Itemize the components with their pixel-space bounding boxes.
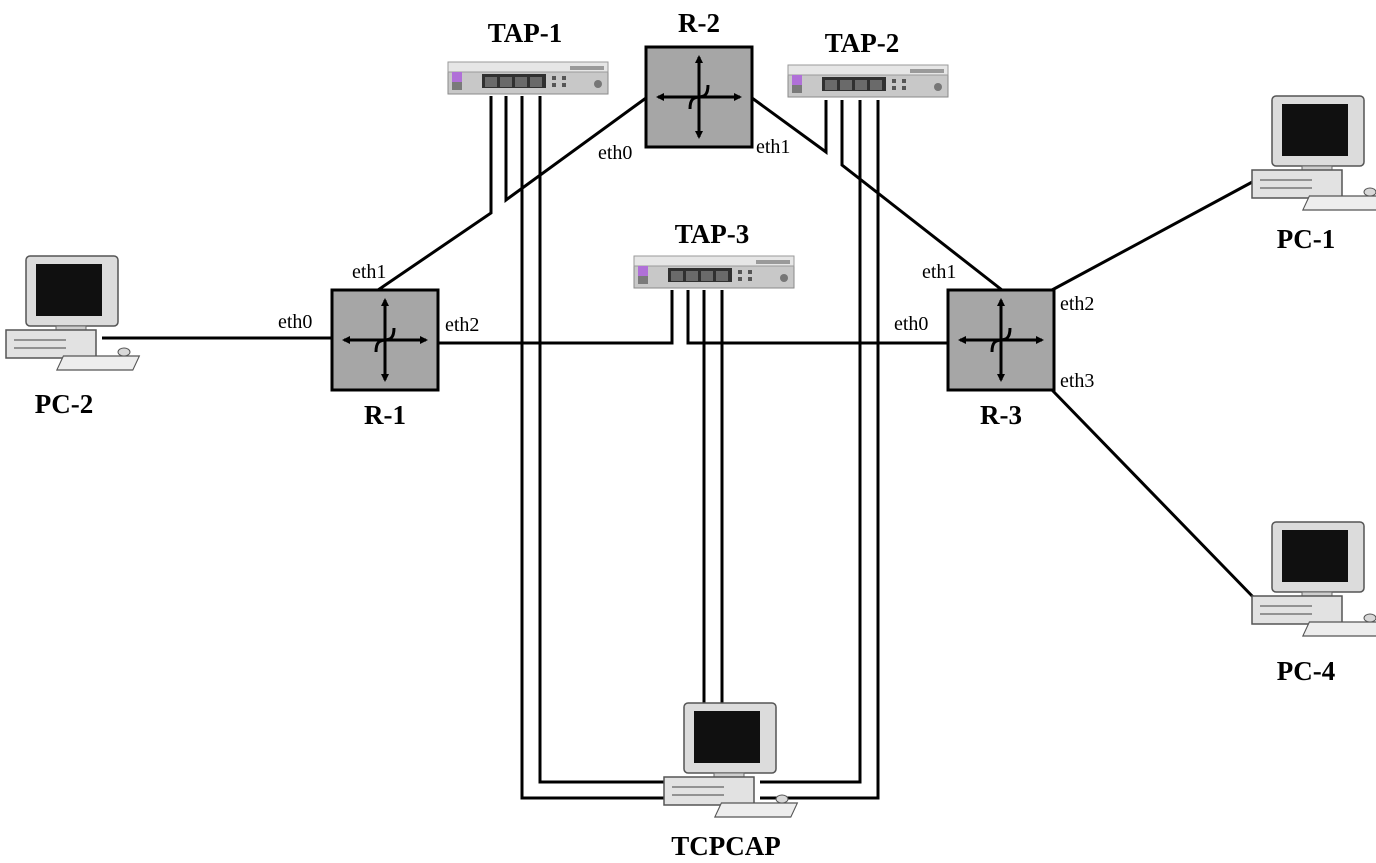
cable-tap1-tcpcap-a bbox=[520, 96, 668, 800]
network-tap-icon bbox=[787, 64, 949, 98]
tcpcap-label: TCPCAP bbox=[671, 831, 781, 861]
router-crossed-arrows-icon bbox=[948, 290, 1054, 390]
tap2-device bbox=[787, 64, 949, 98]
cable-tap2-tcpcap-b bbox=[760, 100, 880, 800]
r1-eth2-label: eth2 bbox=[445, 314, 479, 336]
r2-eth0-label: eth0 bbox=[598, 142, 632, 164]
tcpcap-computer bbox=[663, 702, 799, 818]
r3-eth0-label: eth0 bbox=[894, 313, 928, 335]
pc4-computer bbox=[1251, 521, 1376, 637]
desktop-computer-icon bbox=[1251, 95, 1376, 211]
r2-eth1-label: eth1 bbox=[756, 136, 790, 158]
r1-eth0-label: eth0 bbox=[278, 311, 312, 333]
cable-r2-tap2 bbox=[751, 96, 828, 155]
tap1-label: TAP-1 bbox=[488, 18, 563, 48]
tap1-device bbox=[447, 61, 609, 95]
r3-eth2-label: eth2 bbox=[1060, 293, 1094, 315]
r3-eth1-label: eth1 bbox=[922, 261, 956, 283]
cable-tap2-tcpcap-a bbox=[760, 100, 862, 784]
tap3-device bbox=[633, 255, 795, 289]
pc1-computer bbox=[1251, 95, 1376, 211]
network-tap-icon bbox=[447, 61, 609, 95]
pc2-label: PC-2 bbox=[35, 389, 93, 419]
r1-label: R-1 bbox=[364, 400, 406, 430]
r3-label: R-3 bbox=[980, 400, 1022, 430]
router-r1 bbox=[332, 290, 438, 390]
cable-tap3-r3 bbox=[686, 290, 950, 345]
pc4-label: PC-4 bbox=[1277, 656, 1335, 686]
router-r2 bbox=[646, 47, 752, 147]
pc2-computer bbox=[5, 255, 141, 371]
router-crossed-arrows-icon bbox=[332, 290, 438, 390]
desktop-computer-icon bbox=[5, 255, 141, 371]
cable-tap1-r2 bbox=[504, 96, 647, 203]
pc1-label: PC-1 bbox=[1277, 224, 1335, 254]
cable-r3-pc4 bbox=[1050, 388, 1258, 602]
tap2-label: TAP-2 bbox=[825, 28, 900, 58]
cable-tap1-tcpcap-b bbox=[538, 96, 668, 784]
desktop-computer-icon bbox=[1251, 521, 1376, 637]
router-crossed-arrows-icon bbox=[646, 47, 752, 147]
cable-r3-pc1 bbox=[1051, 178, 1257, 292]
r1-eth1-label: eth1 bbox=[352, 261, 386, 283]
cable-tap2-r3 bbox=[840, 100, 1003, 292]
r2-label: R-2 bbox=[678, 8, 720, 38]
cables bbox=[102, 96, 1258, 800]
cable-r1-tap1 bbox=[377, 96, 493, 292]
r3-eth3-label: eth3 bbox=[1060, 370, 1094, 392]
router-r3 bbox=[948, 290, 1054, 390]
cable-r1-tap3 bbox=[438, 290, 674, 345]
desktop-computer-icon bbox=[663, 702, 799, 818]
network-tap-icon bbox=[633, 255, 795, 289]
tap3-label: TAP-3 bbox=[675, 219, 750, 249]
